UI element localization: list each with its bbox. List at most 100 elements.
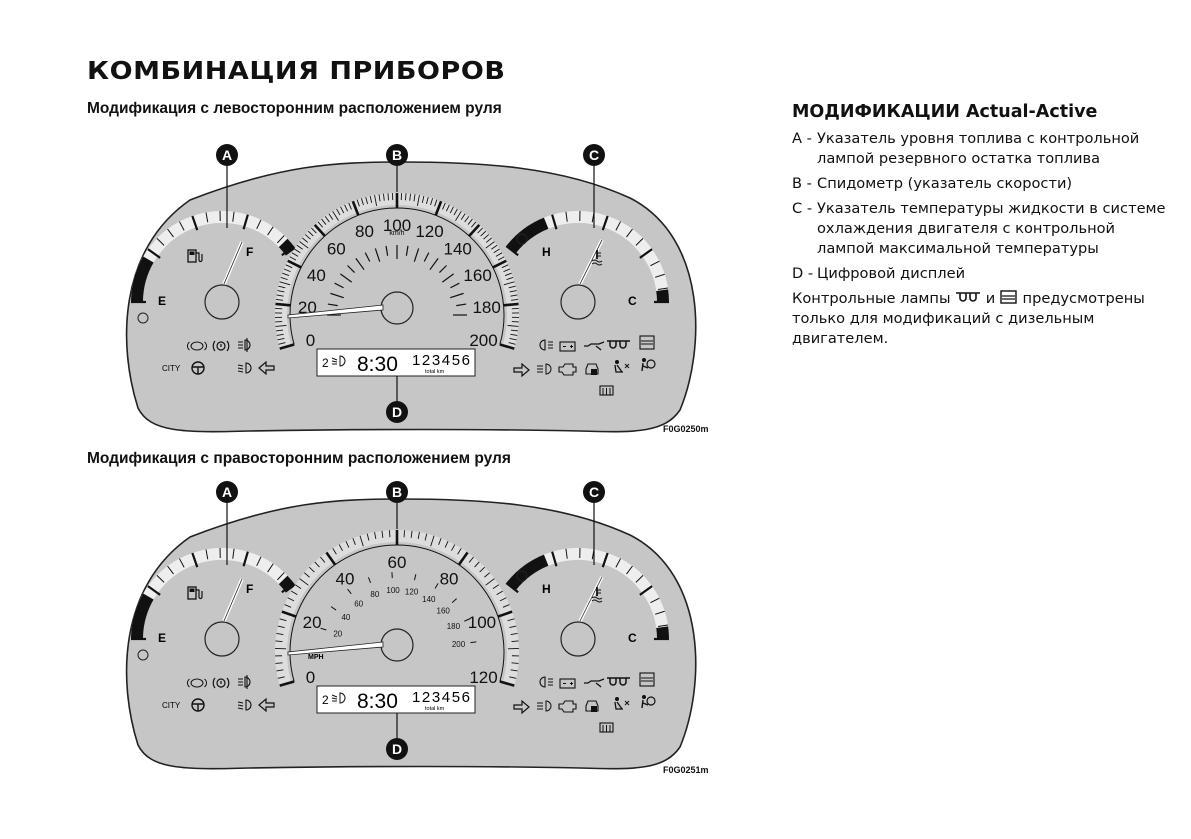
- speedo-unit-label: km/h: [389, 230, 404, 237]
- speedo-major-label: 100: [383, 216, 411, 235]
- speedo-tick: [511, 662, 519, 664]
- speedo-tick: [277, 676, 285, 679]
- legend-letter: D -: [792, 265, 814, 282]
- callout-badge: [583, 481, 605, 503]
- speedo-major-label: 120: [469, 668, 497, 687]
- fuel-needle-hub: [204, 284, 240, 320]
- speedo-tick: [277, 337, 285, 341]
- low-beam-icon: [237, 362, 252, 374]
- speedo-tick: [509, 625, 517, 629]
- note-before: Контрольные лампы: [792, 290, 951, 307]
- speedo-tick: [426, 196, 429, 204]
- speedo-inner-tick: [441, 273, 454, 283]
- note-after: предусмотрены только для модификаций с д…: [792, 290, 1145, 347]
- speedo-tick: [277, 290, 285, 293]
- abs-icon: [187, 678, 207, 688]
- speedo-inner-tick: [327, 303, 338, 307]
- temp-hot-label: H: [542, 245, 551, 259]
- speedo-tick: [279, 343, 295, 350]
- speedo-tick: [424, 533, 428, 541]
- fuel-tick: [281, 582, 295, 594]
- speedo-tick: [336, 208, 341, 216]
- speedo-tick: [345, 541, 350, 548]
- speedo-major-label: 0: [306, 331, 315, 350]
- fuel-empty-label: E: [158, 631, 166, 645]
- speedo-inner-rim: [289, 544, 505, 682]
- callout-badge: [386, 738, 408, 760]
- temp-tick: [657, 624, 668, 627]
- speedo-inner-tick: [364, 252, 371, 262]
- speedo-tick: [302, 237, 309, 243]
- glow-plug-icon: [607, 340, 630, 349]
- temp-tick: [601, 552, 609, 568]
- temp-tick: [505, 582, 519, 594]
- temp-cold-band: [656, 289, 669, 303]
- temp-tick: [615, 558, 621, 568]
- temp-cold-label: C: [628, 294, 637, 308]
- speedo-tick: [480, 230, 487, 237]
- speedo-inner-tick: [423, 252, 430, 262]
- speedo-tick: [289, 256, 297, 261]
- temp-needle-hub: [560, 621, 596, 657]
- display-gear: 2: [322, 693, 329, 707]
- speedo-tick: [495, 252, 503, 257]
- speedo-tick: [477, 227, 483, 234]
- speedo-tick: [291, 590, 298, 596]
- speedo-tick: [325, 551, 337, 566]
- fuel-tick: [191, 215, 199, 231]
- speedo-kmh-label: 200: [452, 640, 466, 649]
- fuel-tick: [232, 548, 235, 559]
- display-odometer-label: total km: [425, 369, 445, 375]
- temp-tick: [526, 226, 533, 236]
- engine-check-icon: [558, 363, 577, 376]
- speedo-tick: [351, 200, 360, 216]
- speedo-tick: [421, 195, 425, 203]
- fuel-tick: [191, 552, 199, 568]
- headlight-level-icon: [331, 355, 346, 367]
- speedo-tick: [321, 218, 327, 225]
- speedo-tick: [287, 597, 295, 602]
- fuel-needle-edge: [223, 578, 243, 622]
- figure-1-code: F0G0250m: [663, 424, 709, 434]
- speedo-tick: [413, 194, 416, 202]
- speedo-tick: [304, 234, 311, 240]
- temp-tick: [565, 548, 568, 559]
- speedo-needle: [287, 641, 384, 656]
- rear-defrost-icon: [599, 385, 614, 396]
- speedo-tick: [483, 234, 490, 240]
- legend-letter: C -: [792, 200, 813, 217]
- speedo-tick: [317, 221, 323, 228]
- speedo-tick: [509, 676, 517, 679]
- speedo-tick: [279, 680, 295, 687]
- city-label: CITY: [162, 364, 181, 373]
- speedo-tick: [338, 544, 343, 551]
- fuel-tick: [156, 238, 165, 246]
- speedo-tick: [501, 264, 509, 269]
- speedo-tick: [485, 241, 495, 249]
- fuel-tick: [167, 565, 174, 575]
- fuel-tick: [256, 219, 262, 230]
- speedo-inner-tick: [413, 248, 420, 262]
- display-time: 8:30: [357, 690, 398, 713]
- speedo-tick: [471, 221, 477, 228]
- fuel-tick: [135, 273, 146, 278]
- speedo-tick: [324, 216, 330, 223]
- speedo-needle-hub: [380, 628, 414, 662]
- turn-right-icon: [513, 362, 530, 378]
- speedo-tick: [275, 324, 287, 327]
- speedo-tick: [275, 329, 284, 332]
- rear-fog-icon: [238, 338, 251, 352]
- temp-hot-band: [506, 554, 549, 591]
- callout-letter: D: [392, 741, 402, 757]
- speedo-tick: [277, 625, 285, 629]
- fuel-full-label: F: [246, 245, 253, 259]
- speedo-tick: [503, 302, 519, 307]
- legend-text: Цифровой дисплей: [817, 265, 966, 282]
- speedo-tick: [344, 204, 349, 212]
- speedo-tick: [283, 268, 291, 273]
- temp-tick: [657, 287, 668, 290]
- fuel-tick: [135, 610, 146, 615]
- fuel-tick: [140, 597, 150, 604]
- brake-warning-icon: [212, 677, 230, 689]
